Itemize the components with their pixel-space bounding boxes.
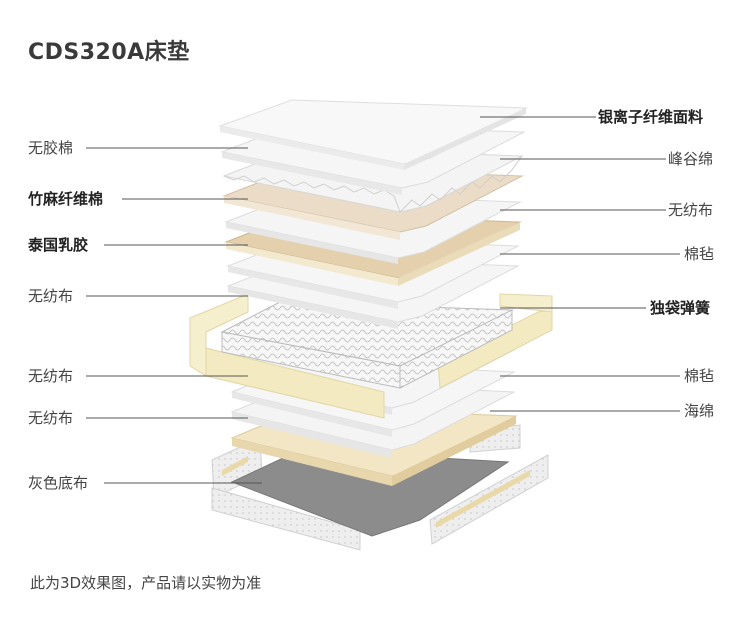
disclaimer-text: 此为3D效果图，产品请以实物为准 <box>30 574 262 592</box>
label-left-1: 竹麻纤维棉 <box>28 190 104 208</box>
label-left-0: 无胶棉 <box>28 139 74 157</box>
label-right-1: 峰谷绵 <box>668 150 714 168</box>
foam-frame-right <box>437 309 553 389</box>
label-right-4: 独袋弹簧 <box>650 299 711 317</box>
label-left-6: 灰色底布 <box>28 474 89 492</box>
base-yellow-strip-left <box>222 456 248 476</box>
label-left-5: 无纺布 <box>28 409 74 427</box>
base-assembly <box>211 424 549 551</box>
label-left-4: 无纺布 <box>28 367 74 385</box>
label-right-0: 银离子纤维面料 <box>598 108 704 126</box>
label-right-6: 海绵 <box>684 402 715 420</box>
pocket-springs-right <box>399 309 513 389</box>
label-right-3: 棉毡 <box>684 245 715 263</box>
leader-lines <box>86 116 680 484</box>
base-sidepanel-front <box>211 487 361 551</box>
label-left-3: 无纺布 <box>28 287 74 305</box>
spring-unit-assembly <box>189 293 553 419</box>
label-left-2: 泰国乳胶 <box>28 236 89 254</box>
base-yellow-strip-right <box>436 470 530 528</box>
label-right-2: 无纺布 <box>668 201 714 219</box>
foam-frame-front <box>205 347 385 419</box>
layer-silver-ion-fabric <box>218 99 528 170</box>
foam-frame-back <box>499 293 553 313</box>
page-title: CDS320A床垫 <box>28 40 190 65</box>
label-right-5: 棉毡 <box>684 367 715 385</box>
